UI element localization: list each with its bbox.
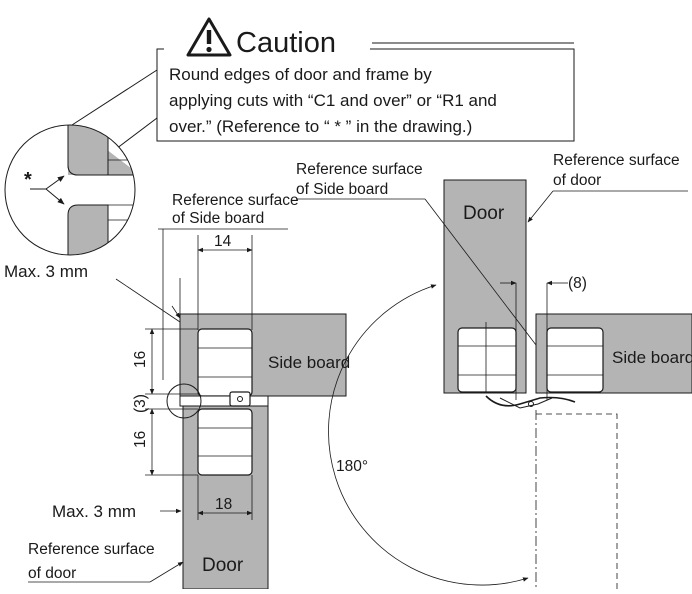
left-side-board-label: Side board — [268, 353, 350, 372]
callout-leader-upper — [71, 69, 158, 126]
right-door-label: Door — [463, 203, 505, 224]
caution-callout: Caution Round edges of door and frame by… — [71, 17, 575, 153]
angle-label: 180° — [336, 458, 368, 475]
left-hinge-cup-upper — [197, 328, 253, 397]
magnified-detail: * — [4, 124, 136, 256]
dim-16-top-label: 16 — [132, 351, 149, 368]
caution-line-1: Round edges of door and frame by — [169, 65, 432, 84]
right-hinge-cup-side — [546, 327, 604, 393]
detail-lower-edge — [67, 204, 109, 255]
left-hinge-arm — [229, 391, 251, 407]
right-ref-side-line1: Reference surface — [296, 161, 423, 178]
right-assembly: Reference surface of Side board Referenc… — [296, 152, 692, 589]
left-ref-door-line1: Reference surface — [28, 541, 155, 558]
caution-line-3: over.” (Reference to “ * ” in the drawin… — [169, 117, 472, 136]
callout-leader-lower — [111, 117, 158, 153]
left-hinge-cup-lower — [197, 408, 253, 476]
right-side-board-label: Side board — [612, 348, 692, 367]
left-zoom-circle — [166, 383, 202, 419]
asterisk-label: * — [24, 169, 32, 191]
right-ref-door-line2: of door — [553, 172, 601, 189]
right-ref-side-line2: of Side board — [296, 181, 388, 198]
detail-circle — [4, 124, 136, 256]
caution-title: Caution — [236, 27, 336, 59]
left-door-label: Door — [202, 555, 244, 576]
warning-triangle-icon — [186, 17, 232, 57]
right-door-open-outline — [536, 413, 618, 589]
dim-16-bottom-label: 16 — [132, 431, 149, 448]
left-assembly: Reference surface of Side board 14 Max. … — [4, 192, 350, 590]
right-ref-door-leader — [527, 190, 554, 223]
asterisk-arrow-lower — [45, 188, 65, 205]
left-ref-door-line2: of door — [28, 565, 76, 582]
dim-3-label: (3) — [132, 394, 149, 413]
max-3mm-top-leader — [115, 278, 181, 323]
angle-arc — [328, 284, 529, 586]
left-ref-side-line1: Reference surface — [172, 192, 299, 209]
left-ref-door-leader — [149, 561, 184, 583]
right-hinge-cup-door — [457, 327, 517, 393]
left-ref-side-line2: of Side board — [172, 210, 264, 227]
right-hinge-arm — [485, 395, 576, 407]
dim-14-label: 14 — [214, 233, 232, 250]
max-3mm-bottom-label: Max. 3 mm — [52, 502, 136, 521]
dim-18-label: 18 — [215, 496, 232, 513]
caution-line-2: applying cuts with “C1 and over” or “R1 … — [169, 91, 497, 110]
right-ref-door-line1: Reference surface — [553, 152, 680, 169]
dim-8-label: (8) — [568, 275, 587, 292]
max-3mm-top-label: Max. 3 mm — [4, 262, 88, 281]
asterisk-arrow-upper — [45, 175, 65, 190]
